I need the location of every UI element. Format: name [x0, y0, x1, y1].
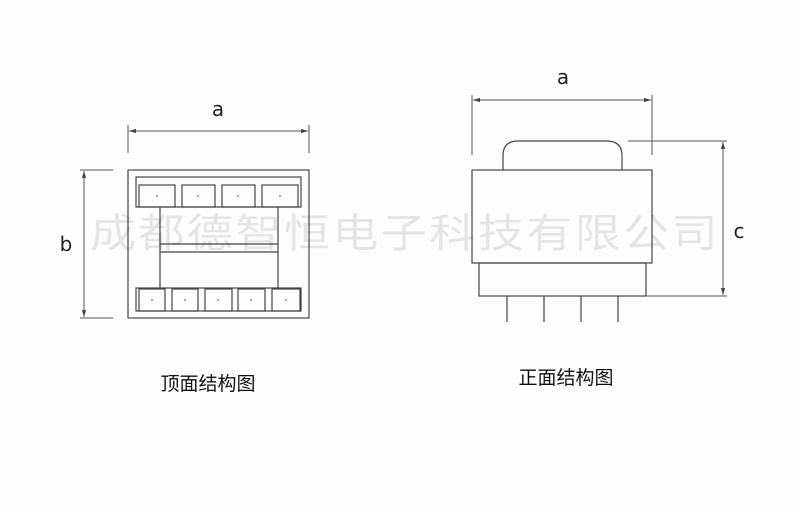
outer-frame — [127, 169, 310, 319]
top-view-caption: 顶面结构图 — [160, 373, 255, 395]
pins — [506, 296, 619, 322]
dimension-label-a: a — [557, 65, 569, 89]
dimension-label-b: b — [60, 232, 73, 256]
core-cap — [502, 140, 623, 170]
bobbin-base — [478, 262, 647, 297]
watermark: 成都德智恒电子科技有限公司 — [90, 211, 720, 257]
top-pads — [138, 184, 299, 208]
bottom-pads — [138, 288, 301, 312]
top-view: a b 顶面结构图 — [60, 97, 310, 395]
front-view: a c 正面结构图 — [471, 65, 745, 389]
top-terminal-bar — [135, 176, 302, 208]
front-view-caption: 正面结构图 — [518, 367, 613, 389]
dimension-label-c: c — [734, 219, 745, 243]
dimension-label-a: a — [212, 97, 224, 121]
